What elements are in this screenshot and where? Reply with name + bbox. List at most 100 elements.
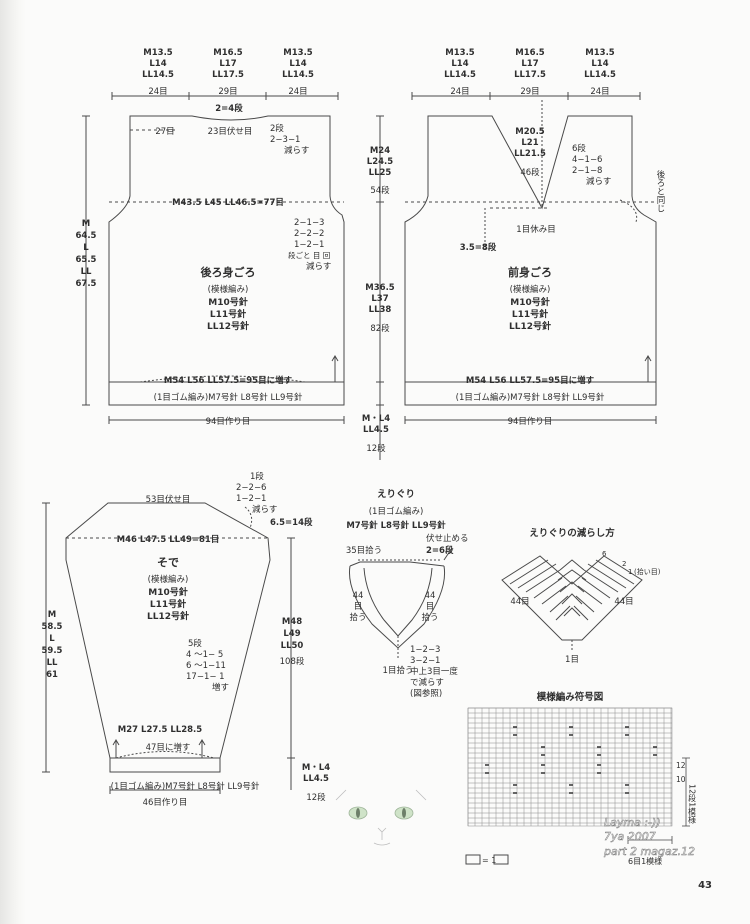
sleeve-needle-ll: LL12号針: [147, 610, 189, 622]
front-needle-ll: LL12号針: [509, 320, 551, 332]
front-width-left-size-l: L14: [451, 59, 468, 69]
back-height-m: 64.5: [76, 231, 97, 241]
pattern-chart-stitch-label: 6目1模様: [628, 856, 662, 866]
back-armhole-shaping-3: 1−2−1: [294, 240, 324, 250]
sleeve-cap-height: 6.5=14段: [270, 517, 313, 528]
sleeve-rib-height-ll: LL4.5: [303, 774, 329, 784]
back-height-m-label: M: [82, 219, 90, 229]
sleeve-top-shaping-1: 1段: [250, 471, 264, 482]
sleeve-width-count: M46 L47.5 LL49=81目: [117, 535, 220, 545]
sleeve-top-bindoff: 53目伏せ目: [146, 494, 191, 505]
back-armhole-shaping-2: 2−2−2: [294, 229, 324, 239]
armhole-rows: 54段: [370, 185, 390, 196]
back-armhole-shaping-5: 減らす: [306, 261, 331, 272]
sleeve-body-rows: 108段: [280, 656, 305, 667]
back-height-l: 65.5: [76, 255, 97, 265]
sleeve-increase-3: 6 〜1−11: [186, 661, 226, 671]
cat-face-illustration: [335, 789, 427, 846]
sleeve-height-l: 59.5: [42, 646, 63, 656]
neckband-schematic: [348, 547, 453, 660]
back-width-mid-size-l: L17: [219, 59, 236, 69]
front-width-mid-size-ll: LL17.5: [514, 70, 546, 80]
front-width-left-size-m: M13.5: [445, 48, 475, 58]
back-width-mid-size-m: M16.5: [213, 48, 243, 58]
sleeve-needle-m: M10号針: [148, 586, 187, 598]
sleeve-cast-on: 46目作り目: [143, 797, 188, 808]
back-shoulder-shaping-3: 減らす: [284, 145, 309, 156]
pattern-chart-row10: 10: [676, 775, 686, 784]
back-rib-instruction: (1目ゴム編み)M7号針 L8号針 LL9号針: [154, 392, 303, 403]
decrease-chart-start: (拾い目): [634, 567, 661, 576]
back-cast-on: 94目作り目: [206, 416, 251, 427]
decrease-chart-row1: 1: [628, 568, 632, 576]
front-width-right-size-ll: LL14.5: [584, 70, 616, 80]
front-width-left-size-ll: LL14.5: [444, 70, 476, 80]
back-pattern-name: (模様編み): [208, 284, 249, 295]
neckband-left-pickup-unit: 目: [354, 602, 363, 612]
sleeve-height-l-label: L: [49, 634, 55, 644]
legend-symbols: [465, 854, 509, 865]
back-width-mid-size-ll: LL17.5: [212, 70, 244, 80]
back-height-ll-label: LL: [81, 267, 92, 277]
back-width-left-size-ll: LL14.5: [142, 70, 174, 80]
decrease-chart-row2: 2: [622, 560, 626, 568]
back-hem-increase: M54 L56 LL57.5=95目に増す: [164, 375, 293, 386]
sleeve-cuff-increase: 47目に増す: [146, 742, 191, 753]
neckband-bindoff-1: 伏せ止める: [426, 533, 469, 544]
front-neck-rows: 46段: [520, 167, 540, 178]
front-neck-shaping-4: 減らす: [586, 176, 611, 187]
page-number: 43: [698, 880, 712, 891]
back-width-left-size-l: L14: [149, 59, 166, 69]
front-width-left-count: 24目: [450, 87, 469, 97]
front-neck-depth-ll: LL21.5: [514, 149, 546, 159]
front-needle-l: L11号針: [512, 308, 548, 320]
back-shoulder-shaping-2: 2−3−1: [270, 135, 300, 145]
watermark-line-1: Layma :-)): [604, 816, 661, 829]
neckband-right-pickup-verb: 拾う: [421, 612, 438, 623]
front-width-mid-count: 29目: [520, 87, 539, 97]
decrease-chart-left-count: 44目: [510, 597, 529, 607]
back-width-right-count: 24目: [288, 87, 307, 97]
decrease-chart-title: えりぐりの減らし方: [529, 527, 615, 539]
sleeve-cuff-width: M27 L27.5 LL28.5: [118, 725, 202, 735]
pattern-stitch-chart: [467, 707, 673, 827]
sleeve-pattern-name: (模様編み): [148, 574, 189, 585]
sleeve-schematic: [42, 502, 295, 794]
back-needle-m: M10号針: [208, 296, 247, 308]
front-width-mid-size-m: M16.5: [515, 48, 545, 58]
front-hem-increase: M54 L56 LL57.5=95目に増す: [466, 375, 595, 386]
neckband-left-pickup-verb: 拾う: [349, 612, 366, 623]
sleeve-increase-1: 5段: [188, 638, 202, 649]
neckband-decrease-4: で減らす: [410, 677, 444, 688]
back-height-ll: 67.5: [76, 279, 97, 289]
armhole-height-m: M24: [370, 146, 390, 156]
pattern-chart-title: 模様編み符号図: [537, 691, 604, 703]
sleeve-height-ll-label: LL: [47, 658, 58, 668]
front-width-right-size-l: L14: [591, 59, 608, 69]
back-height-l-label: L: [83, 243, 89, 253]
pattern-chart-marks: [485, 726, 657, 794]
back-armhole-shaping-1: 2−1−3: [294, 218, 324, 228]
front-width-right-size-m: M13.5: [585, 48, 615, 58]
back-width-left-size-m: M13.5: [143, 48, 173, 58]
neckband-rib: (1目ゴム編み): [369, 506, 424, 517]
neckband-right-pickup-unit: 目: [426, 602, 435, 612]
neck-decrease-chart: [501, 555, 643, 652]
sleeve-increase-5: 増す: [212, 682, 229, 693]
neckband-needles: M7号針 L8号針 LL9号針: [346, 520, 446, 531]
back-shoulder-count: 27目: [155, 127, 174, 137]
rib-rows: 12段: [366, 443, 386, 454]
front-pattern-name: (模様編み): [510, 284, 551, 295]
sleeve-height-ll: 61: [46, 670, 58, 680]
body-height-ll: LL38: [369, 305, 392, 315]
front-width-mid-size-l: L17: [521, 59, 538, 69]
decrease-chart-row6: 6: [602, 550, 607, 558]
rib-height-ll: LL4.5: [363, 425, 389, 435]
watermark-line-3: part 2 magaz.12: [603, 845, 695, 858]
neckband-right-pickup-count: 44: [425, 591, 436, 601]
sleeve-body-height-m: M48: [282, 617, 302, 627]
back-needle-ll: LL12号針: [207, 320, 249, 332]
sleeve-needle-l: L11号針: [150, 598, 186, 610]
decrease-chart-right-count: 44目: [614, 597, 633, 607]
neckband-pickup-back: 35目拾う: [346, 545, 382, 556]
